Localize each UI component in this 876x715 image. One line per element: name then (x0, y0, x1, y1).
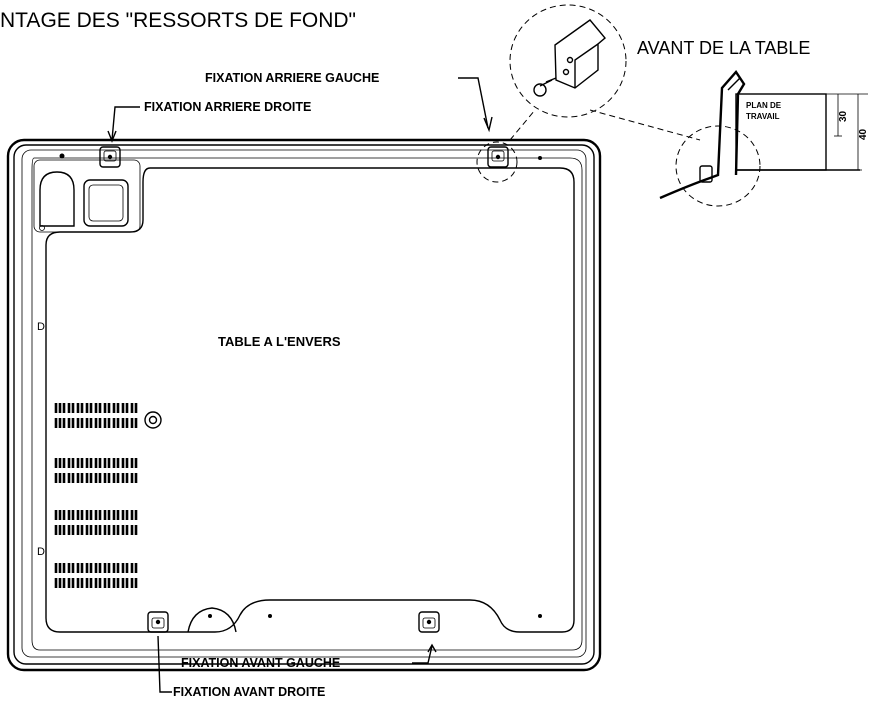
label-center: TABLE A L'ENVERS (218, 334, 341, 349)
dim-40: 40 (858, 128, 869, 140)
dim-30: 30 (838, 110, 849, 122)
panel-label-line1: PLAN DE (746, 101, 782, 110)
clip-front-left (418, 611, 440, 633)
svg-text:D: D (37, 321, 45, 333)
panel-label-line2: TRAVAIL (746, 112, 780, 121)
label-rear-right: FIXATION ARRIERE DROITE (144, 100, 311, 114)
clip-rear-right (99, 146, 121, 168)
label-rear-left: FIXATION ARRIERE GAUCHE (205, 71, 379, 85)
leader-lines (107, 77, 493, 693)
table-outline: D D (6, 138, 602, 672)
detail-heading: AVANT DE LA TABLE (637, 38, 810, 58)
clip-rear-left (487, 146, 509, 168)
diagram-title: NTAGE DES "RESSORTS DE FOND" (0, 9, 356, 32)
svg-text:D: D (37, 546, 45, 558)
clip-front-right (147, 611, 169, 633)
vent-slots (54, 403, 138, 590)
detail-inset: PLAN DE TRAVAIL 30 40 (476, 4, 869, 207)
label-front-left: FIXATION AVANT GAUCHE (181, 656, 340, 670)
label-front-right: FIXATION AVANT DROITE (173, 685, 325, 699)
screw-hole (144, 411, 162, 429)
